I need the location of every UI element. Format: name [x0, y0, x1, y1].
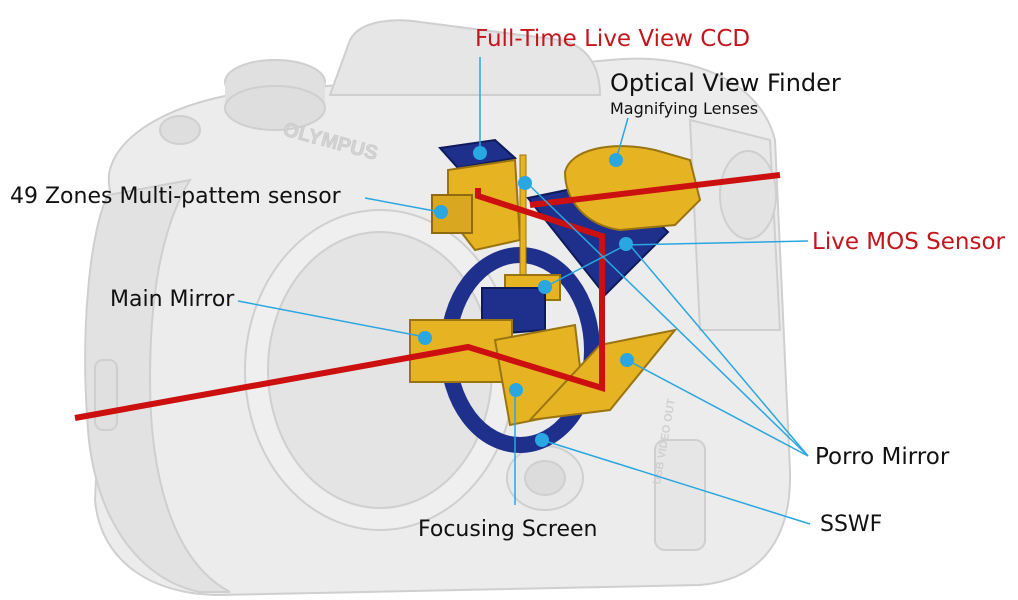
label-full-time-ccd: Full-Time Live View CCD — [475, 26, 751, 52]
label-sswf: SSWF — [820, 512, 883, 537]
label-zones-sensor: 49 Zones Multi-pattem sensor — [10, 184, 341, 209]
dot-zones-sensor — [434, 205, 448, 219]
dot-magnifying-lenses — [609, 153, 623, 167]
dot-ccd — [473, 146, 487, 160]
label-main-mirror: Main Mirror — [110, 287, 235, 312]
label-magnifying-lenses: Magnifying Lenses — [610, 99, 759, 118]
callout-dots — [418, 146, 634, 447]
dot-live-mos — [619, 237, 633, 251]
dot-rod — [518, 176, 532, 190]
dot-main-mirror — [418, 331, 432, 345]
mirror-rod — [519, 154, 527, 276]
dot-sswf — [535, 433, 549, 447]
dot-focusing-screen — [509, 383, 523, 397]
label-optical-view-finder: Optical View Finder — [610, 69, 841, 97]
label-live-mos: Live MOS Sensor — [812, 229, 1005, 255]
callout-lines — [237, 57, 811, 525]
light-path — [74, 188, 605, 421]
light-path-finder — [529, 172, 781, 208]
dot-prism — [538, 280, 552, 294]
dot-porro — [620, 353, 634, 367]
label-focusing-screen: Focusing Screen — [418, 517, 598, 542]
label-porro-mirror: Porro Mirror — [815, 444, 950, 470]
